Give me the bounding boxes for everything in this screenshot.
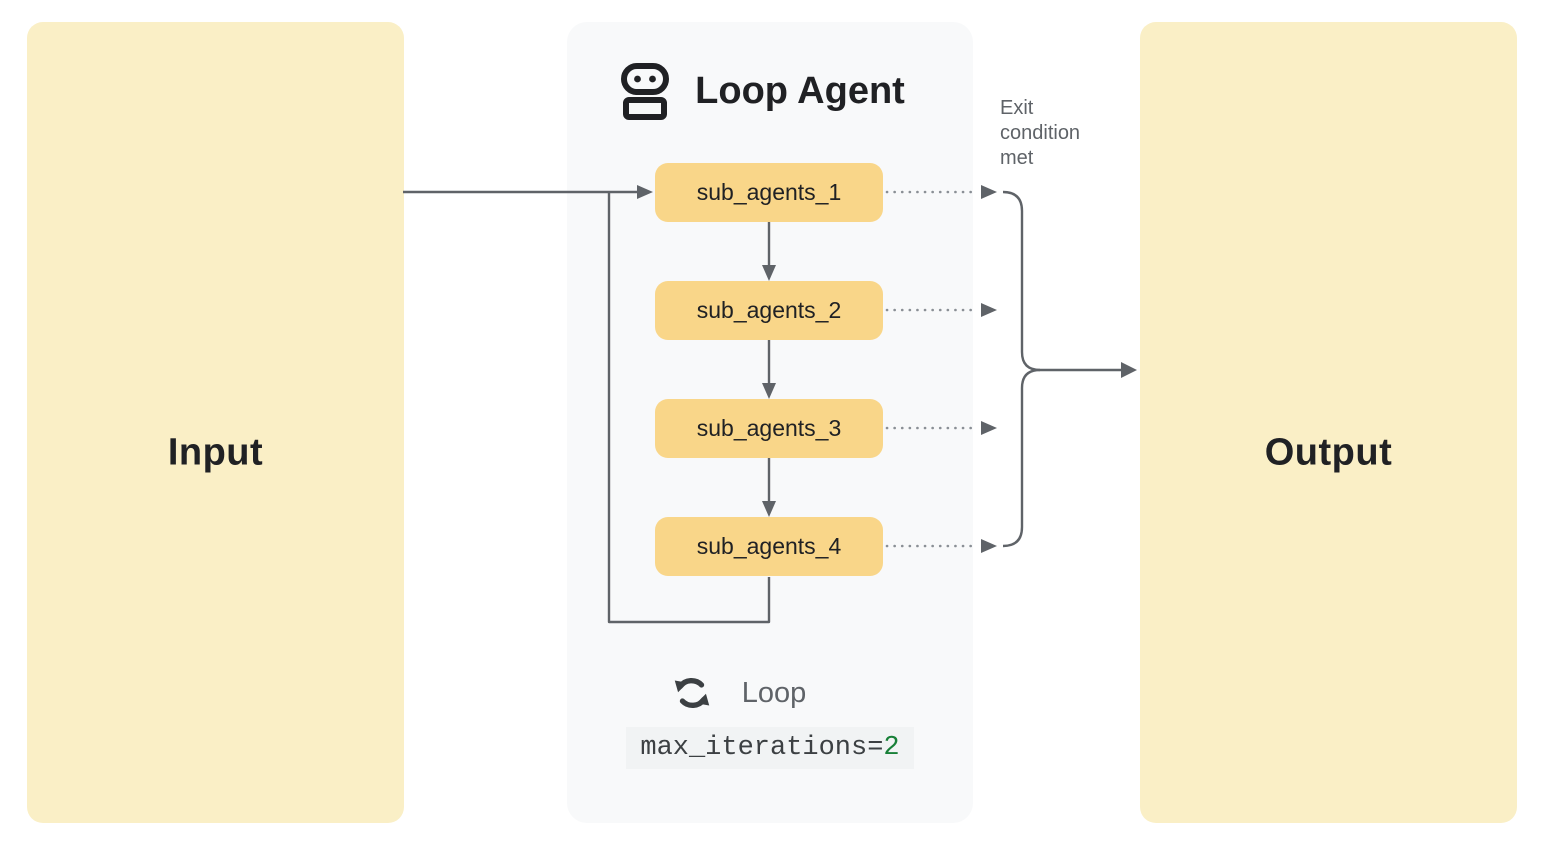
robot-icon <box>621 62 670 120</box>
code-prefix: max_iterations= <box>640 733 884 763</box>
sub-agent-node-4: sub_agents_4 <box>655 517 883 576</box>
exit-condition-label: Exit condition met <box>1000 97 1081 169</box>
loop-agent-title: Loop Agent <box>695 69 905 112</box>
max-iterations-code: max_iterations=2 <box>626 727 914 769</box>
code-value: 2 <box>883 733 900 763</box>
loop-agent-header: Loop Agent <box>567 60 973 122</box>
sub-agent-label-3: sub_agents_3 <box>696 415 842 441</box>
sub-agent-node-2: sub_agents_2 <box>655 281 883 340</box>
input-box: Input <box>27 22 404 823</box>
loop-row: Loop <box>567 668 973 718</box>
code-row: max_iterations=2 <box>567 727 973 769</box>
sub-agent-node-3: sub_agents_3 <box>655 399 883 458</box>
exit-collector-arrow <box>1002 190 1137 548</box>
output-box: Output <box>1140 22 1517 823</box>
loop-icon <box>670 671 714 715</box>
output-label: Output <box>1264 431 1393 473</box>
loop-label: Loop <box>741 676 807 709</box>
sub-agent-label-2: sub_agents_2 <box>696 297 842 323</box>
input-label: Input <box>167 431 264 473</box>
sub-agent-label-1: sub_agents_1 <box>696 179 842 205</box>
sub-agent-label-4: sub_agents_4 <box>696 533 842 559</box>
sub-agent-node-1: sub_agents_1 <box>655 163 883 222</box>
